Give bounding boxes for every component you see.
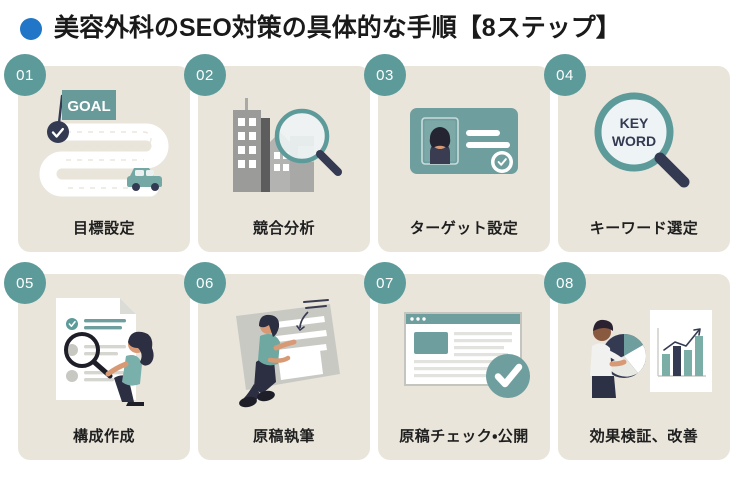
step-label: 構成作成 [72,428,135,445]
bullet-icon [20,17,42,40]
step-card-06[interactable]: 06 [184,262,370,460]
person-pie-bar-chart-icon [558,288,730,408]
person-figure [590,319,627,398]
step-number-badge: 05 [4,262,46,304]
magnifier-keyword-icon: KEY WORD [558,80,730,200]
step-card-02[interactable]: 02 [184,54,370,252]
step-number-badge: 01 [4,54,46,96]
step-label: 目標設定 [72,220,135,237]
page-title: 美容外科のSEO対策の具体的な手順【8ステップ】 [54,14,621,42]
keyword-text-line1: KEY [620,115,649,131]
step-label: キーワード選定 [589,220,699,237]
page-header: 美容外科のSEO対策の具体的な手順【8ステップ】 [20,16,621,41]
step-label: 競合分析 [252,220,315,237]
steps-grid: 01 GOAL [4,54,732,460]
bar-chart [657,328,706,377]
buildings-magnifier-icon [198,80,370,200]
profile-card-check-icon [378,80,550,200]
pie-chart [602,334,646,378]
step-label: ターゲット設定 [409,220,519,237]
goal-flag-road-car-icon: GOAL [18,80,190,200]
person-writing-document-icon [198,288,370,408]
car-icon [127,168,162,191]
step-label: 原稿執筆 [252,428,315,445]
step-number-badge: 07 [364,262,406,304]
step-label: 原稿チェック・公開 [399,428,529,445]
person-figure [105,331,154,406]
step-label: 効果検証、改善 [589,428,699,445]
step-card-03[interactable]: 03 [364,54,550,252]
step-card-08[interactable]: 08 [544,262,730,460]
person-figure [239,314,297,408]
goal-flag-text: GOAL [67,98,110,115]
step-card-07[interactable]: 07 [364,262,550,460]
step-number-badge: 06 [184,262,226,304]
document-checklist-person-magnifier-icon [18,288,190,408]
step-card-01[interactable]: 01 GOAL [4,54,190,252]
keyword-text-line2: WORD [612,133,656,149]
step-card-05[interactable]: 05 [4,262,190,460]
step-card-04[interactable]: 04 KEY WORD キーワード選定 [544,54,730,252]
step-number-badge: 08 [544,262,586,304]
step-number-badge: 04 [544,54,586,96]
browser-window-check-icon [378,288,550,408]
step-number-badge: 03 [364,54,406,96]
step-number-badge: 02 [184,54,226,96]
